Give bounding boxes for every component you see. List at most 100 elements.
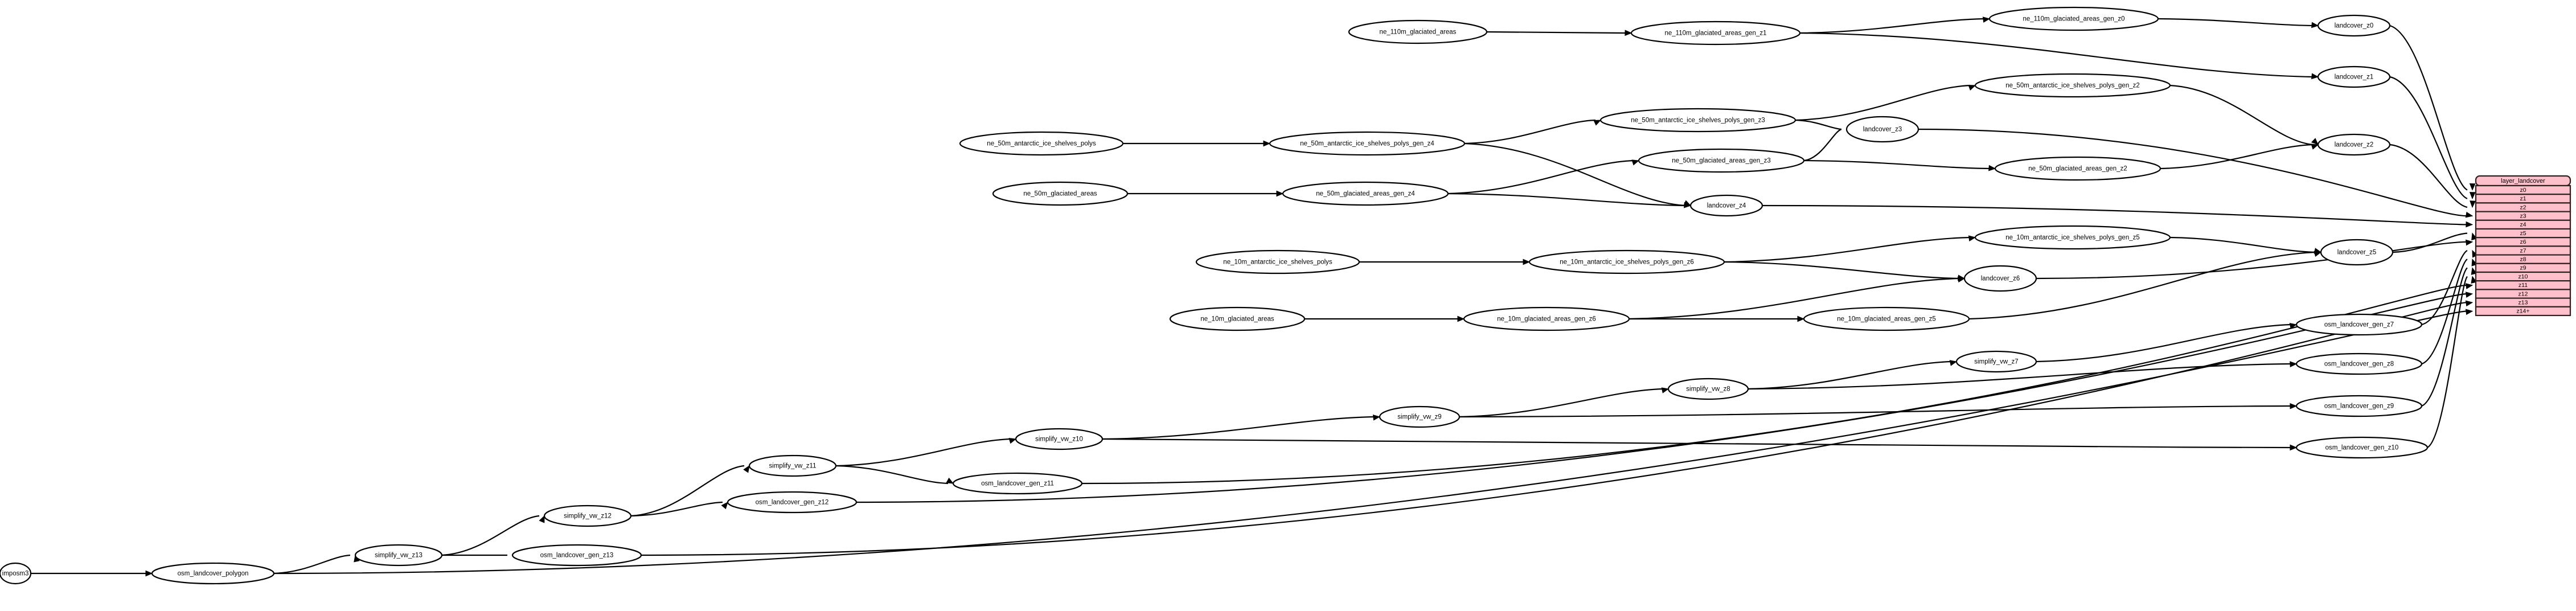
edge-arrowhead (1457, 315, 1465, 322)
node-osm_landcover_gen_z7[interactable]: osm_landcover_gen_z7 (2295, 313, 2423, 336)
edge-ne_110m_glaciated_areas-to-ne_110m_glaciated_areas_gen_z1 (1486, 30, 1632, 36)
node-ellipse (748, 454, 837, 477)
node-ellipse (2295, 352, 2423, 375)
edge-arrowhead (2469, 192, 2476, 200)
node-ne_50m_antarctic_ice_shelves_polys_gen_z3[interactable]: ne_50m_antarctic_ice_shelves_polys_gen_z… (1599, 108, 1796, 133)
record-row-z14+[interactable] (2475, 306, 2571, 317)
edge-ne_50m_antarctic_ice_shelves_polys_gen_z4-to-landcover_z4 (1464, 142, 1692, 207)
edge-path (2036, 241, 2468, 280)
node-label: ne_50m_glaciated_areas_gen_z3 (1672, 158, 1771, 165)
node-label: osm_landcover_gen_z9 (2324, 403, 2394, 410)
node-ne_10m_antarctic_ice_shelves_polys_gen_z6[interactable]: ne_10m_antarctic_ice_shelves_polys_gen_z… (1528, 249, 1725, 274)
node-ne_50m_antarctic_ice_shelves_polys[interactable]: ne_50m_antarctic_ice_shelves_polys (959, 131, 1124, 156)
edge-path (1795, 119, 1842, 130)
edge-arrowhead (1988, 165, 1996, 171)
node-ne_50m_glaciated_areas_gen_z3[interactable]: ne_50m_glaciated_areas_gen_z3 (1638, 148, 1805, 173)
node-ne_50m_glaciated_areas_gen_z4[interactable]: ne_50m_glaciated_areas_gen_z4 (1282, 181, 1449, 206)
edge-path (1081, 284, 2468, 485)
node-ne_10m_antarctic_ice_shelves_polys[interactable]: ne_10m_antarctic_ice_shelves_polys (1195, 249, 1360, 274)
node-ellipse (727, 491, 858, 514)
node-osm_landcover_gen_z13[interactable]: osm_landcover_gen_z13 (511, 544, 642, 567)
edge-simplify_vw_z10-to-simplify_vw_z9 (1102, 415, 1381, 440)
node-ellipse (1528, 249, 1725, 274)
edge-path (1762, 204, 2468, 225)
node-osm_landcover_gen_z10[interactable]: osm_landcover_gen_z10 (2295, 436, 2429, 459)
edge-arrowhead (2465, 309, 2474, 315)
edge-layer (31, 17, 2478, 577)
node-simplify_vw_z7[interactable]: simplify_vw_z7 (1955, 350, 2037, 373)
node-landcover_z5[interactable]: landcover_z5 (2320, 239, 2394, 266)
edge-ne_10m_antarctic_ice_shelves_polys_gen_z5-to-landcover_z5 (2169, 236, 2322, 254)
node-ellipse (2317, 133, 2391, 156)
node-label: osm_landcover_gen_z11 (981, 481, 1054, 487)
node-ne_10m_glaciated_areas[interactable]: ne_10m_glaciated_areas (1169, 306, 1306, 331)
edge-arrowhead (946, 477, 954, 484)
node-osm_landcover_polygon[interactable]: osm_landcover_polygon (151, 562, 275, 585)
node-ne_50m_glaciated_areas[interactable]: ne_50m_glaciated_areas (992, 181, 1129, 206)
edge-arrowhead (2289, 323, 2298, 329)
node-landcover_z1[interactable]: landcover_z1 (2317, 65, 2391, 88)
record-row-label-z4: z4 (2520, 222, 2526, 228)
node-label: imposm3 (2, 571, 29, 577)
edge-arrowhead (1968, 235, 1976, 241)
edge-arrowhead (2465, 300, 2474, 307)
node-ne_50m_antarctic_ice_shelves_polys_gen_z4[interactable]: ne_50m_antarctic_ice_shelves_polys_gen_z… (1269, 131, 1466, 156)
node-ne_10m_antarctic_ice_shelves_polys_gen_z5[interactable]: ne_10m_antarctic_ice_shelves_polys_gen_z… (1974, 225, 2171, 250)
node-landcover_z6[interactable]: landcover_z6 (1963, 265, 2037, 292)
node-simplify_vw_z12[interactable]: simplify_vw_z12 (543, 505, 632, 527)
node-ne_110m_glaciated_areas[interactable]: ne_110m_glaciated_areas (1348, 19, 1488, 44)
edge-simplify_vw_z11-to-osm_landcover_gen_z11 (835, 465, 954, 485)
node-ellipse (1269, 131, 1466, 156)
record-node-layer-landcover[interactable]: layer_landcoverz0z1z2z3z4z5z6z7z8z9z10z1… (2475, 175, 2571, 317)
node-ne_10m_glaciated_areas_gen_z6[interactable]: ne_10m_glaciated_areas_gen_z6 (1463, 306, 1630, 331)
edge-path (2169, 84, 2314, 146)
node-ellipse (2295, 395, 2423, 417)
edge-osm_landcover_gen_z12-to-layer_landcover-z12 (856, 292, 2474, 503)
record-row-label-z14+: z14+ (2516, 308, 2529, 315)
edge-arrowhead (1523, 259, 1531, 265)
edge-path (856, 293, 2468, 503)
node-landcover_z0[interactable]: landcover_z0 (2317, 14, 2391, 37)
node-landcover_z2[interactable]: landcover_z2 (2317, 133, 2391, 156)
node-simplify_vw_z9[interactable]: simplify_vw_z9 (1379, 405, 1461, 428)
node-ellipse (543, 505, 632, 527)
edge-ne_50m_glaciated_areas_gen_z4-to-ne_50m_glaciated_areas_gen_z3 (1447, 159, 1640, 195)
edge-arrowhead (1631, 159, 1640, 166)
edge-path (2421, 259, 2468, 365)
edge-arrowhead (1968, 84, 1976, 91)
node-imposm3[interactable]: imposm3 (0, 562, 32, 585)
node-landcover_z3[interactable]: landcover_z3 (1845, 116, 1919, 143)
node-ne_110m_glaciated_areas_gen_z0[interactable]: ne_110m_glaciated_areas_gen_z0 (1988, 6, 2159, 31)
edge-landcover_z0-to-layer_landcover-z0 (2389, 24, 2476, 191)
node-simplify_vw_z13[interactable]: simplify_vw_z13 (354, 544, 443, 567)
node-ellipse (959, 131, 1124, 156)
node-osm_landcover_gen_z11[interactable]: osm_landcover_gen_z11 (952, 472, 1083, 495)
node-label: landcover_z1 (2335, 74, 2374, 81)
node-ne_50m_antarctic_ice_shelves_polys_gen_z2[interactable]: ne_50m_antarctic_ice_shelves_polys_gen_z… (1974, 73, 2171, 98)
node-ellipse (354, 544, 443, 567)
node-ne_50m_glaciated_areas_gen_z2[interactable]: ne_50m_glaciated_areas_gen_z2 (1994, 156, 2161, 181)
node-landcover_z4[interactable]: landcover_z4 (1689, 194, 1763, 217)
node-osm_landcover_gen_z8[interactable]: osm_landcover_gen_z8 (2295, 352, 2423, 375)
node-osm_landcover_gen_z9[interactable]: osm_landcover_gen_z9 (2295, 395, 2423, 417)
edge-osm_landcover_polygon-to-simplify_vw_z13 (273, 554, 360, 575)
node-label: simplify_vw_z11 (769, 463, 817, 470)
edge-path (1799, 32, 2314, 78)
node-simplify_vw_z8[interactable]: simplify_vw_z8 (1667, 378, 1749, 400)
edge-arrowhead (2311, 143, 2319, 150)
node-label: simplify_vw_z12 (564, 513, 612, 520)
node-ellipse (1803, 306, 1970, 331)
edge-path (2160, 143, 2314, 170)
edge-osm_landcover_gen_z10-to-layer_landcover-z10 (2427, 276, 2477, 448)
node-ne_10m_glaciated_areas_gen_z5[interactable]: ne_10m_glaciated_areas_gen_z5 (1803, 306, 1970, 331)
node-label: ne_50m_glaciated_areas (1023, 191, 1097, 198)
node-simplify_vw_z10[interactable]: simplify_vw_z10 (1015, 428, 1104, 450)
node-label: ne_10m_glaciated_areas_gen_z6 (1497, 316, 1596, 323)
edge-path (1724, 261, 1960, 280)
edge-path (2392, 232, 2468, 253)
edge-simplify_vw_z8-to-simplify_vw_z7 (1748, 360, 1958, 390)
node-ellipse (1667, 378, 1749, 400)
node-ne_110m_glaciated_areas_gen_z1[interactable]: ne_110m_glaciated_areas_gen_z1 (1630, 20, 1801, 46)
node-simplify_vw_z11[interactable]: simplify_vw_z11 (748, 454, 837, 477)
node-osm_landcover_gen_z12[interactable]: osm_landcover_gen_z12 (727, 491, 858, 514)
